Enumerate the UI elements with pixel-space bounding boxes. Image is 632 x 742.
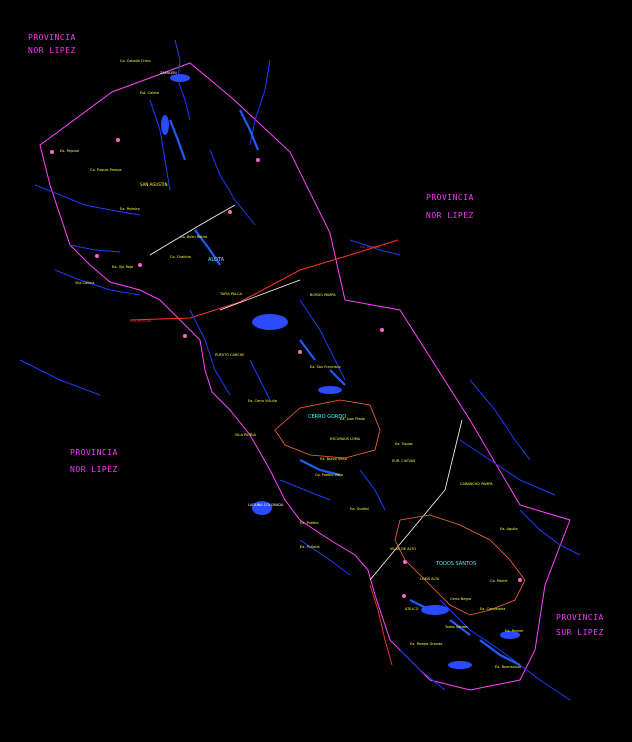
svg-text:Ea. Pueblo: Ea. Pueblo: [300, 521, 318, 525]
svg-text:LAGUNA COLORADA: LAGUNA COLORADA: [248, 503, 284, 507]
svg-text:Co. Mariel: Co. Mariel: [490, 579, 507, 583]
svg-text:ESCURAUS LOMA: ESCURAUS LOMA: [330, 437, 361, 441]
svg-text:COCHINCHA: COCHINCHA: [130, 319, 152, 323]
svg-text:Ea. Guatini: Ea. Guatini: [350, 507, 369, 511]
lake-north: [161, 115, 169, 135]
lakes: [161, 74, 520, 669]
svg-text:LOMA ALTA: LOMA ALTA: [420, 577, 440, 581]
province-name: NOR LIPEZ: [28, 46, 76, 55]
road-red-south: [369, 584, 393, 666]
label-cerro-gordo: CERRO GORDO: [308, 414, 346, 420]
svg-text:Co. Chalcha: Co. Chalcha: [170, 255, 191, 259]
svg-text:Ea. San Francisco: Ea. San Francisco: [310, 365, 341, 369]
province-word: PROVINCIA: [426, 193, 474, 202]
svg-text:Ea. Pajonal: Ea. Pajonal: [60, 149, 79, 153]
svg-text:Co. Puquio Pampa: Co. Puquio Pampa: [90, 168, 122, 172]
label-san-agustin: SAN AGUSTIN: [140, 182, 167, 187]
label-todos-santos: TODOS SANTOS: [435, 561, 476, 567]
svg-text:Ea. Pampa Grande: Ea. Pampa Grande: [410, 642, 442, 646]
province-label-right: PROVINCIA NOR LIPEZ: [426, 193, 474, 220]
province-label-top-left: PROVINCIA NOR LIPEZ: [28, 33, 76, 55]
svg-text:Est. Caleta: Est. Caleta: [140, 91, 159, 95]
svg-text:Co. Buen Retiro: Co. Buen Retiro: [180, 235, 207, 239]
lake-zapaleri: [170, 74, 190, 82]
lake-bottom: [448, 661, 472, 669]
svg-text:Co. Ceballo Chico: Co. Ceballo Chico: [120, 59, 151, 63]
svg-text:BORDO PAMPA: BORDO PAMPA: [310, 293, 336, 297]
lake-south: [421, 605, 449, 615]
svg-text:Co. Pueblo Viejo: Co. Pueblo Viejo: [315, 473, 343, 477]
svg-text:Ea. Bravo Vinto: Ea. Bravo Vinto: [320, 457, 347, 461]
svg-text:Ea. Cerro Vicuña: Ea. Cerro Vicuña: [248, 399, 277, 403]
minor-labels: Co. Ceballo Chico ZAPALERI Est. Caleta E…: [60, 59, 524, 669]
river-network: [19, 39, 581, 701]
province-word: PROVINCIA: [28, 33, 76, 42]
road-orange-cerro-gordo: [274, 399, 381, 459]
province-boundary: [39, 62, 571, 691]
svg-text:Todos Santos: Todos Santos: [444, 625, 468, 629]
svg-text:EUR. CUEVAS: EUR. CUEVAS: [392, 459, 416, 463]
province-word: PROVINCIA: [556, 613, 604, 622]
province-word: PROVINCIA: [70, 448, 118, 457]
svg-text:VILAS DE ALTO: VILAS DE ALTO: [390, 547, 416, 551]
road-white-north: [149, 204, 236, 256]
svg-text:ATILICO: ATILICO: [405, 607, 419, 611]
svg-text:Ea. Palmer: Ea. Palmer: [505, 629, 524, 633]
province-label-sur-lipez: PROVINCIA SUR LIPEZ: [556, 613, 604, 637]
province-name: SUR LIPEZ: [556, 628, 604, 637]
svg-text:Ea. Ojo Rojo: Ea. Ojo Rojo: [112, 265, 133, 269]
province-name: NOR LIPEZ: [70, 465, 118, 474]
road-red-main: [129, 239, 399, 321]
svg-text:Ea. Juan Piada: Ea. Juan Piada: [340, 417, 365, 421]
svg-text:PUESTO CARCHE: PUESTO CARCHE: [215, 353, 245, 357]
road-white-south: [369, 419, 463, 581]
svg-text:VILA PATRIA: VILA PATRIA: [235, 433, 257, 437]
svg-text:Ea. Aguila: Ea. Aguila: [500, 527, 518, 531]
svg-text:Vila Callina: Vila Callina: [75, 281, 94, 285]
lake-salada: [252, 314, 288, 330]
svg-text:Ea. Buenavista: Ea. Buenavista: [495, 665, 521, 669]
label-alota: ALOTA: [208, 257, 225, 263]
lake-middle: [318, 386, 342, 394]
svg-text:Cerro Negro: Cerro Negro: [450, 597, 471, 601]
svg-text:Ea. Pulluria: Ea. Pulluria: [300, 545, 320, 549]
place-markers: [50, 138, 522, 598]
lake-southeast: [500, 631, 520, 639]
svg-text:Ea. Candelaria: Ea. Candelaria: [480, 607, 505, 611]
province-label-left: PROVINCIA NOR LIPEZ: [70, 448, 118, 474]
province-name: NOR LIPEZ: [426, 211, 474, 220]
lake-colorada: [252, 501, 272, 515]
svg-text:ZAPALERI: ZAPALERI: [160, 71, 177, 75]
svg-text:Ea. Palmira: Ea. Palmira: [120, 207, 140, 211]
svg-text:CARANCHO PAMPA: CARANCHO PAMPA: [460, 482, 493, 486]
road-white-middle: [219, 279, 301, 311]
svg-text:TAPIA PALCA: TAPIA PALCA: [219, 292, 243, 296]
road-orange-loop: [394, 514, 526, 616]
svg-text:Ea. Tupiza: Ea. Tupiza: [395, 442, 413, 446]
svg-text:Co. Ollagua: Co. Ollagua: [360, 245, 380, 249]
